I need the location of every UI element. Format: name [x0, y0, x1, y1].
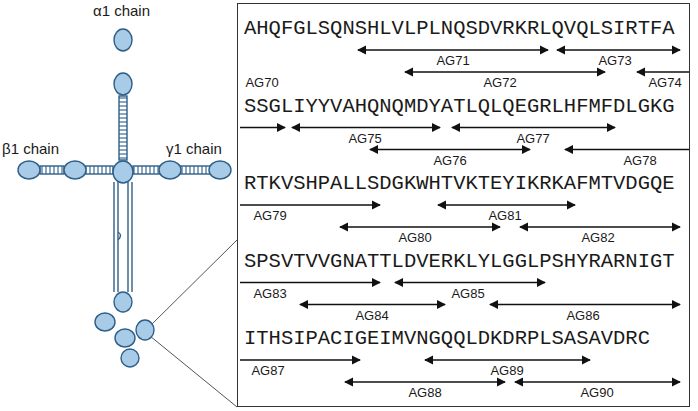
globular-domain	[159, 161, 181, 179]
lg-domain	[121, 349, 139, 367]
peptide-arrow	[370, 149, 530, 150]
peptide-arrow	[520, 226, 680, 227]
peptide-label: AG90	[580, 385, 613, 400]
lg-domain	[136, 320, 154, 340]
peptide-label: AG71	[436, 53, 469, 68]
globular-domain	[64, 161, 86, 179]
peptide-label: AG81	[488, 208, 521, 223]
peptide-arrow	[345, 381, 505, 382]
peptide-label: AG89	[490, 363, 523, 378]
chain-label: α1 chain	[93, 2, 150, 19]
lg-domain	[115, 329, 135, 347]
peptide-arrow	[425, 359, 590, 360]
peptide-label: AG83	[253, 286, 286, 301]
peptide-label: AG74	[648, 75, 681, 90]
peptide-arrow	[515, 381, 680, 382]
peptide-arrow	[557, 49, 680, 50]
leader-line	[150, 240, 237, 326]
peptide-arrow	[292, 127, 440, 128]
peptide-arrow	[240, 282, 380, 283]
egf-rod	[85, 166, 113, 174]
globular-domain	[113, 161, 133, 183]
egf-rod	[180, 166, 210, 174]
laminin-cross	[18, 29, 237, 407]
chain-label: β1 chain	[2, 140, 59, 157]
sequence-line: SSGLIYYVAHQNQMDYATLQLQEGRLHFMFDLGKG	[244, 95, 675, 119]
peptide-label: AG84	[355, 308, 388, 323]
coiled-coil	[131, 182, 132, 292]
egf-rod	[40, 166, 64, 174]
peptide-arrow	[438, 204, 575, 205]
peptide-arrow	[565, 149, 690, 150]
peptide-label: AG70	[245, 75, 278, 90]
egf-rod	[133, 166, 160, 174]
peptide-arrow	[490, 304, 680, 305]
peptide-label: AG80	[398, 230, 431, 245]
globular-domain	[114, 73, 132, 95]
lg-domain	[95, 313, 115, 331]
peptide-arrow	[340, 226, 500, 227]
sequence-line: RTKVSHPALLSDGKWHTVKTEYIKRKAFMTVDGQE	[244, 172, 675, 196]
peptide-label: AG76	[433, 153, 466, 168]
peptide-arrow	[240, 127, 285, 128]
peptide-label: AG85	[451, 286, 484, 301]
peptide-arrow	[300, 304, 445, 305]
peptide-label: AG82	[581, 230, 614, 245]
egf-rod	[119, 96, 127, 160]
peptide-label: AG86	[566, 308, 599, 323]
peptide-label: AG77	[516, 131, 549, 146]
sequence-line: ITHSIPACIGEIMVNGQQLDKDRPLSASAVDRC	[244, 327, 650, 351]
sequence-line: AHQFGLSQNSHLVLPLNQSDVRKRLQVQLSIRTFA	[244, 17, 675, 41]
chain-label: γ1 chain	[166, 140, 222, 157]
peptide-label: AG78	[623, 153, 656, 168]
peptide-arrow	[637, 71, 690, 72]
coiled-coil	[113, 182, 114, 292]
peptide-label: AG79	[253, 208, 286, 223]
globular-domain	[209, 161, 231, 179]
peptide-arrow	[240, 359, 360, 360]
peptide-label: AG88	[408, 385, 441, 400]
peptide-arrow	[405, 71, 605, 72]
peptide-arrow	[240, 204, 380, 205]
coil-bump	[118, 232, 121, 240]
globular-domain	[18, 161, 40, 179]
coiled-coil	[127, 182, 128, 292]
coiled-coil	[117, 182, 118, 292]
sequence-line: SPSVTVVGNATTLDVERKLYLGGLPSHYRARNIGT	[244, 250, 675, 274]
peptide-label: AG75	[348, 131, 381, 146]
leader-line	[150, 336, 237, 407]
peptide-arrow	[395, 282, 545, 283]
lg-domain	[114, 292, 132, 312]
peptide-label: AG72	[483, 75, 516, 90]
peptide-arrow	[452, 127, 615, 128]
peptide-label: AG87	[251, 363, 284, 378]
globular-domain	[114, 29, 132, 51]
peptide-label: AG73	[598, 53, 631, 68]
peptide-arrow	[358, 49, 548, 50]
